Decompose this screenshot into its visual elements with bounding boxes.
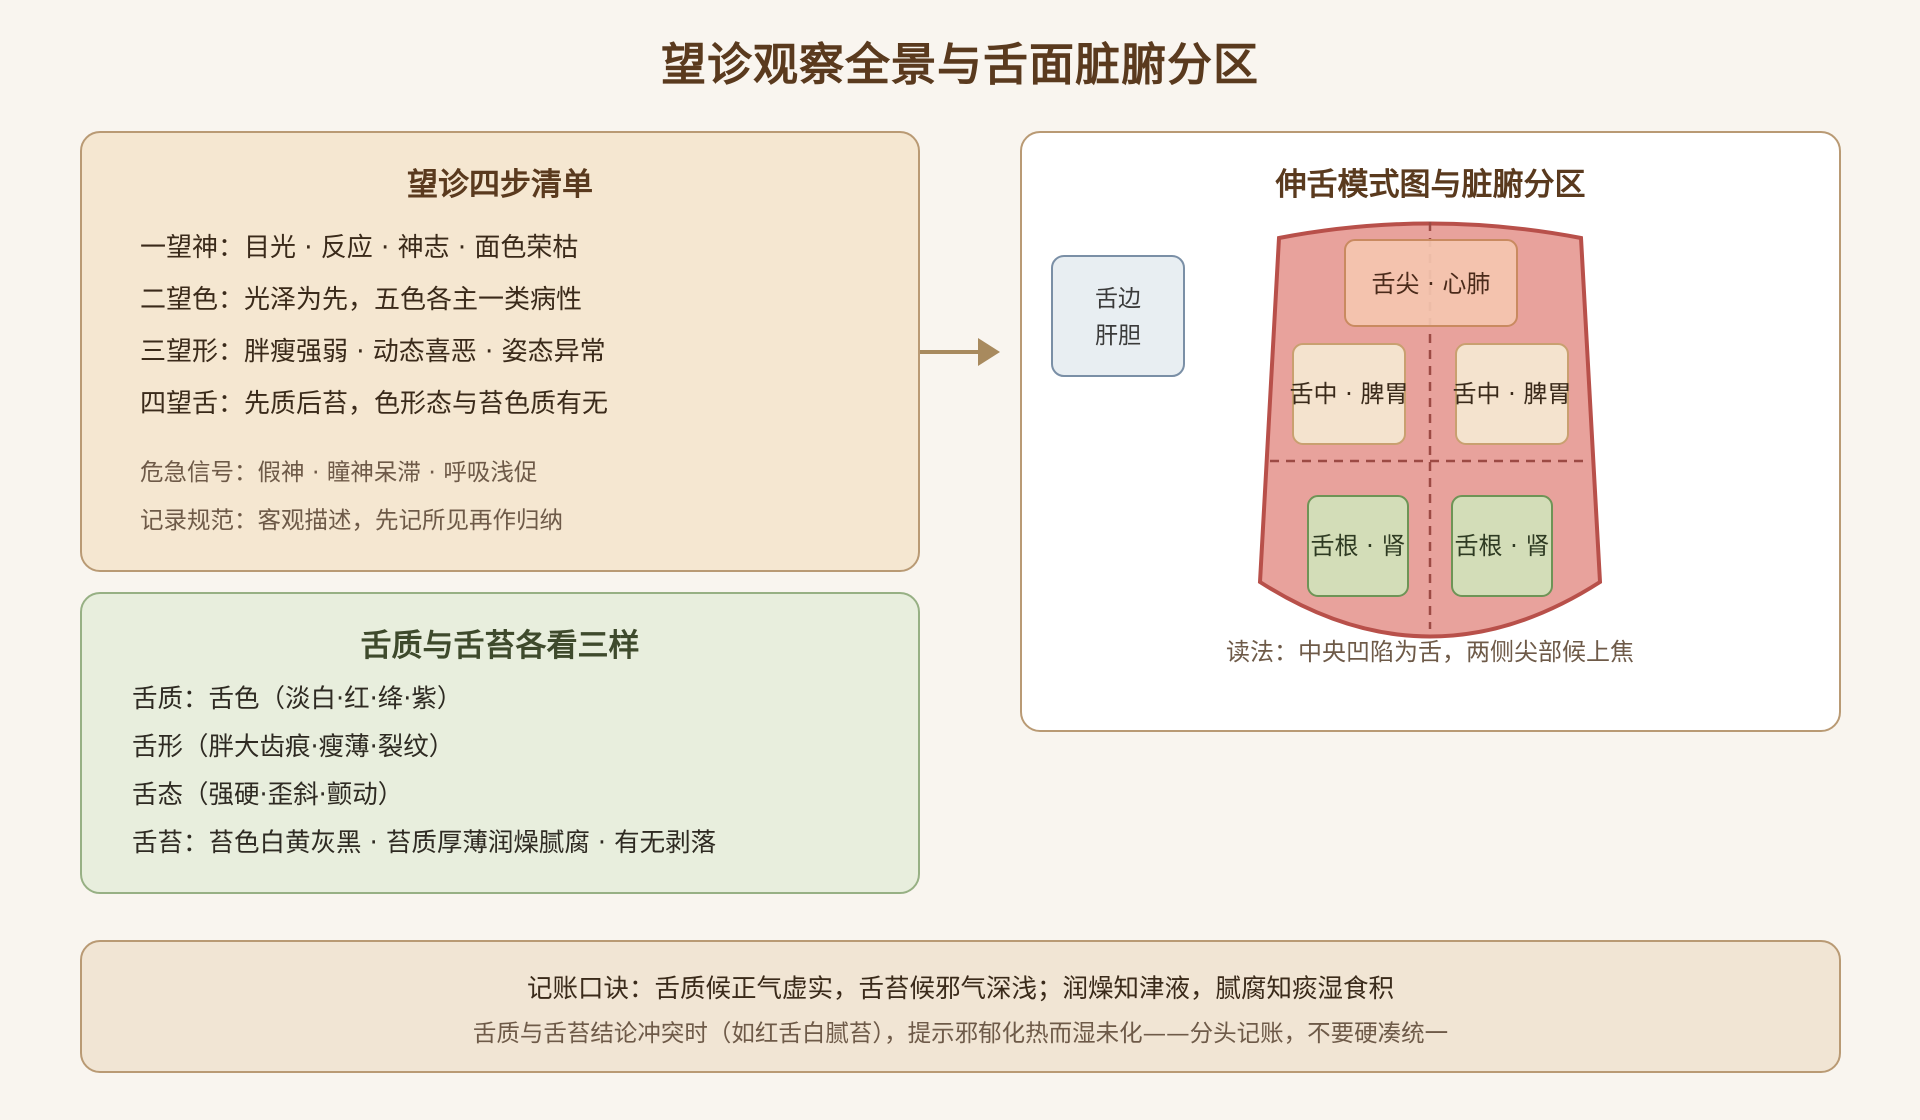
step-item: 二望色：光泽为先，五色各主一类病性 bbox=[140, 285, 583, 315]
danger-signal-note: 危急信号：假神 · 瞳神呆滞 · 呼吸浅促 bbox=[140, 458, 538, 486]
map-panel-title: 伸舌模式图与脏腑分区 bbox=[1275, 167, 1586, 203]
tongue-item: 舌态（强硬·歪斜·颤动） bbox=[132, 780, 404, 810]
tongue-item: 舌形（胖大齿痕·瘦薄·裂纹） bbox=[132, 732, 455, 762]
middle-right-zone-box: 舌中 · 脾胃 bbox=[1453, 343, 1572, 445]
root-right-zone-box: 舌根 · 肾 bbox=[1451, 495, 1553, 597]
step-item: 三望形：胖瘦强弱 · 动态喜恶 · 姿态异常 bbox=[140, 337, 606, 367]
root-left-zone-label: 舌根 · 肾 bbox=[1311, 532, 1406, 560]
record-rule-note: 记录规范：客观描述，先记所见再作归纳 bbox=[140, 506, 563, 534]
middle-right-zone-label: 舌中 · 脾胃 bbox=[1453, 380, 1572, 408]
mnemonic-sub: 舌质与舌苔结论冲突时（如红舌白腻苔），提示邪郁化热而湿未化——分头记账，不要硬凑… bbox=[472, 1019, 1449, 1047]
page-title: 望诊观察全景与舌面脏腑分区 bbox=[660, 38, 1259, 91]
middle-left-zone-label: 舌中 · 脾胃 bbox=[1290, 380, 1409, 408]
mnemonic-panel: 记账口诀：舌质候正气虚实，舌苔候邪气深浅；润燥知津液，腻腐知痰湿食积 舌质与舌苔… bbox=[80, 940, 1841, 1073]
tip-zone-box: 舌尖 · 心肺 bbox=[1344, 239, 1518, 327]
middle-left-zone-box: 舌中 · 脾胃 bbox=[1290, 343, 1409, 445]
connector-arrow-icon bbox=[920, 338, 1000, 366]
steps-panel: 望诊四步清单 一望神：目光 · 反应 · 神志 · 面色荣枯 二望色：光泽为先，… bbox=[80, 131, 920, 572]
reading-note: 读法：中央凹陷为舌，两侧尖部候上焦 bbox=[1226, 638, 1634, 666]
mnemonic-main: 记账口诀：舌质候正气虚实，舌苔候邪气深浅；润燥知津液，腻腐知痰湿食积 bbox=[526, 974, 1394, 1004]
tongue-item: 舌质：舌色（淡白·红·绛·紫） bbox=[132, 684, 463, 714]
side-zone-box: 舌边 肝胆 bbox=[1051, 255, 1185, 377]
side-zone-label-2: 肝胆 bbox=[1095, 323, 1141, 349]
tongue-map-diagram: 舌边 肝胆 舌尖 · 心肺 舌中 · 脾胃 舌中 · 脾胃 舌根 · 肾 舌根 … bbox=[1051, 221, 1634, 666]
step-item: 四望舌：先质后苔，色形态与苔色质有无 bbox=[140, 389, 609, 419]
root-right-zone-label: 舌根 · 肾 bbox=[1455, 532, 1550, 560]
side-zone-label-1: 舌边 bbox=[1095, 286, 1141, 312]
steps-panel-title: 望诊四步清单 bbox=[407, 167, 593, 203]
step-item: 一望神：目光 · 反应 · 神志 · 面色荣枯 bbox=[140, 233, 579, 263]
tongue-panel-title: 舌质与舌苔各看三样 bbox=[360, 628, 640, 664]
root-left-zone-box: 舌根 · 肾 bbox=[1307, 495, 1409, 597]
tongue-panel: 舌质与舌苔各看三样 舌质：舌色（淡白·红·绛·紫） 舌形（胖大齿痕·瘦薄·裂纹）… bbox=[80, 592, 920, 894]
tongue-item: 舌苔：苔色白黄灰黑 · 苔质厚薄润燥腻腐 · 有无剥落 bbox=[132, 828, 717, 858]
tip-zone-label: 舌尖 · 心肺 bbox=[1372, 270, 1491, 298]
